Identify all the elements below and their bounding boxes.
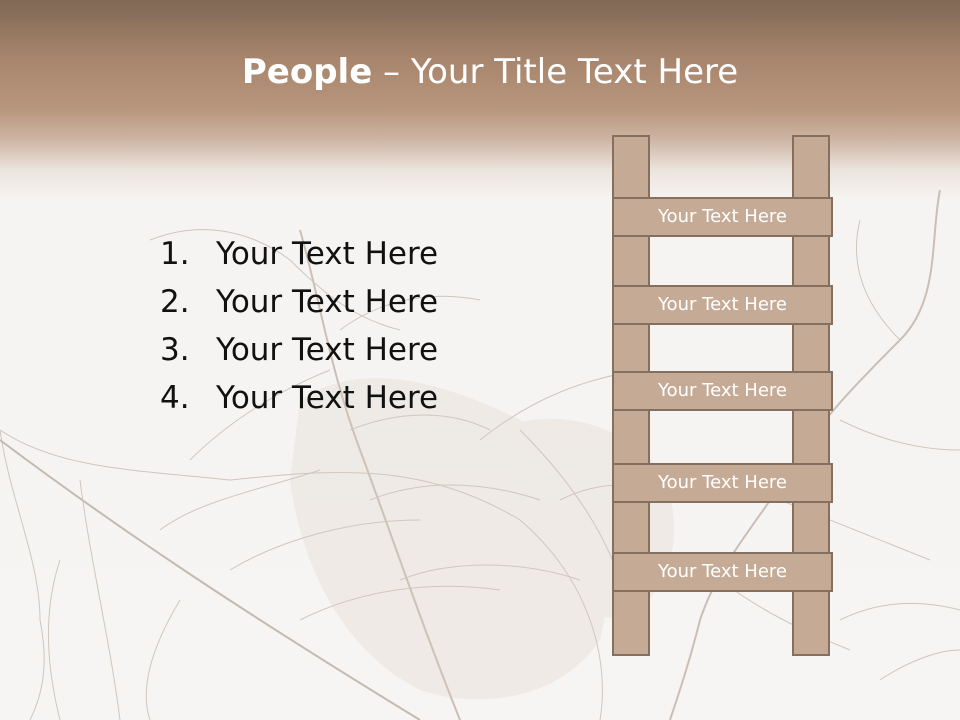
ladder-rung-1: Your Text Here	[612, 197, 833, 237]
list-item: 1. Your Text Here	[160, 230, 438, 278]
list-item: 4. Your Text Here	[160, 374, 438, 422]
title-bold: People	[241, 52, 373, 92]
list-number: 1.	[160, 236, 190, 272]
ladder-diagram: Your Text Here Your Text Here Your Text …	[612, 135, 834, 658]
list-text: Your Text Here	[216, 284, 439, 320]
ladder-rung-5: Your Text Here	[612, 552, 833, 592]
list-text: Your Text Here	[216, 332, 439, 368]
ladder-rung-4: Your Text Here	[612, 463, 833, 503]
title-rest: – Your Title Text Here	[372, 52, 739, 92]
list-number: 2.	[160, 284, 190, 320]
list-item: 3. Your Text Here	[160, 326, 438, 374]
list-number: 4.	[160, 380, 190, 416]
numbered-list: 1. Your Text Here 2. Your Text Here 3. Your…	[160, 230, 438, 422]
list-item: 2. Your Text Here	[160, 278, 438, 326]
ladder-rung-2: Your Text Here	[612, 285, 833, 325]
list-text: Your Text Here	[216, 380, 439, 416]
list-text: Your Text Here	[216, 236, 439, 272]
ladder-rung-3: Your Text Here	[612, 371, 833, 411]
list-number: 3.	[160, 332, 190, 368]
slide-title: People – Your Title Text Here	[0, 52, 960, 92]
